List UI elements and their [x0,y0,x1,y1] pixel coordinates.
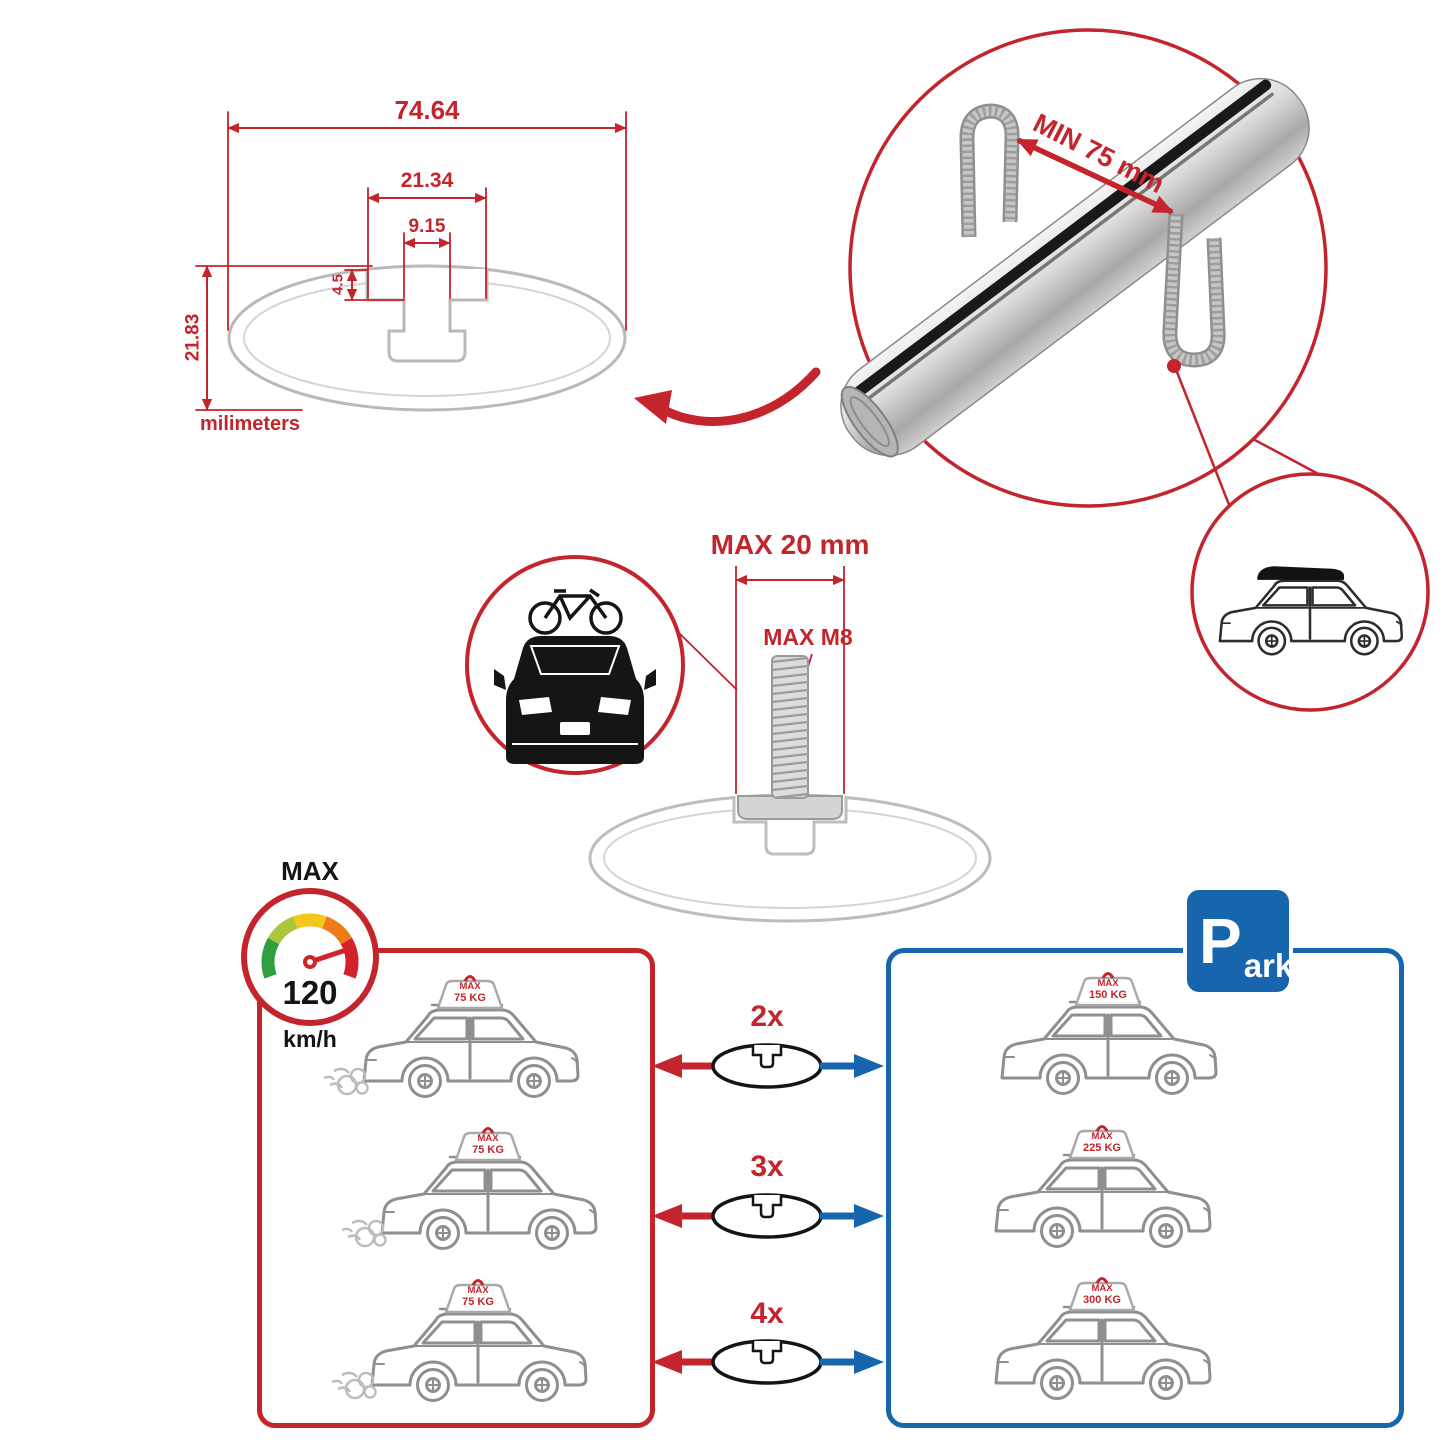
load-kg-label: 300 KG [1083,1294,1121,1307]
quantity-row-3x [652,1193,884,1239]
dim-slot-outer-width: 21.34 [400,169,454,192]
load-max-label: MAX [459,981,481,992]
dim-total-height: 21.83 [182,313,204,362]
unit-label: milimeters [200,413,301,435]
park-letter: P [1199,905,1242,977]
t-slot-plate [737,795,843,820]
speed-unit: km/h [283,1026,337,1052]
arrow-right-blue [854,1204,884,1228]
right-panel-cars [994,972,1218,1400]
load-badge: MAX 75 KG [446,1285,510,1309]
row-count-2x: 2x [750,1000,784,1033]
row-count-3x: 3x [750,1150,784,1183]
park-sign: P ark [1183,886,1293,996]
car-front-bike-inset [465,555,685,775]
load-badge: MAX 75 KG [438,981,502,1005]
load-max-label: MAX [1091,1131,1113,1142]
load-max-label: MAX [1091,1283,1113,1294]
bolt-max-thread-label: MAX M8 [763,624,853,650]
bolt-assembly [588,566,992,923]
dimension-lines [195,111,627,411]
park-suffix: ark [1243,947,1294,984]
dim-slot-inner-width: 9.15 [408,216,446,237]
left-panel-cars [322,975,598,1402]
load-max-label: MAX [467,1285,489,1296]
load-badge: MAX 300 KG [1070,1283,1134,1307]
load-kg-label: 75 KG [454,992,486,1005]
speedometer-icon [241,888,379,1026]
roofbox-icon [1257,566,1344,580]
quantity-row-4x [652,1339,884,1385]
load-max-label: MAX [477,1133,499,1144]
u-bolt-icon [959,103,1020,238]
load-badge: MAX 225 KG [1070,1131,1134,1155]
min-clearance-arrow [1015,137,1175,215]
callout-curved-arrow [659,367,821,426]
load-max-label: MAX [1097,978,1119,989]
t-slot-profile [365,267,489,363]
dim-slot-depth: 4.5 [329,274,347,295]
car-roofbox-inset [1190,472,1430,712]
arrow-left-red [652,1204,682,1228]
row-count-4x: 4x [750,1297,784,1330]
car-front-icon [494,636,656,764]
cross-section-diagram [195,111,821,426]
arrow-left-red [652,1054,682,1078]
quantity-row-2x [652,1043,884,1089]
speed-value: 120 [282,974,338,1011]
dim-total-width: 74.64 [394,95,460,125]
bolt-max-width-label: MAX 20 mm [710,529,870,560]
arrow-left-red [652,1350,682,1374]
crossbar-3d-inset [840,28,1353,521]
load-kg-label: 75 KG [462,1296,494,1309]
load-kg-label: 75 KG [472,1144,504,1157]
u-bolt-icon [1162,213,1226,368]
suv-side-icon [1218,566,1404,656]
load-kg-label: 225 KG [1083,1142,1121,1155]
speed-max-label: MAX [281,856,339,886]
load-badge: MAX 75 KG [456,1133,520,1157]
callout-dot [1167,359,1181,373]
bicycle-icon [528,588,623,635]
load-badge: MAX 150 KG [1076,978,1140,1002]
arrow-right-blue [854,1350,884,1374]
arrow-right-blue [854,1054,884,1078]
load-kg-label: 150 KG [1089,989,1127,1002]
